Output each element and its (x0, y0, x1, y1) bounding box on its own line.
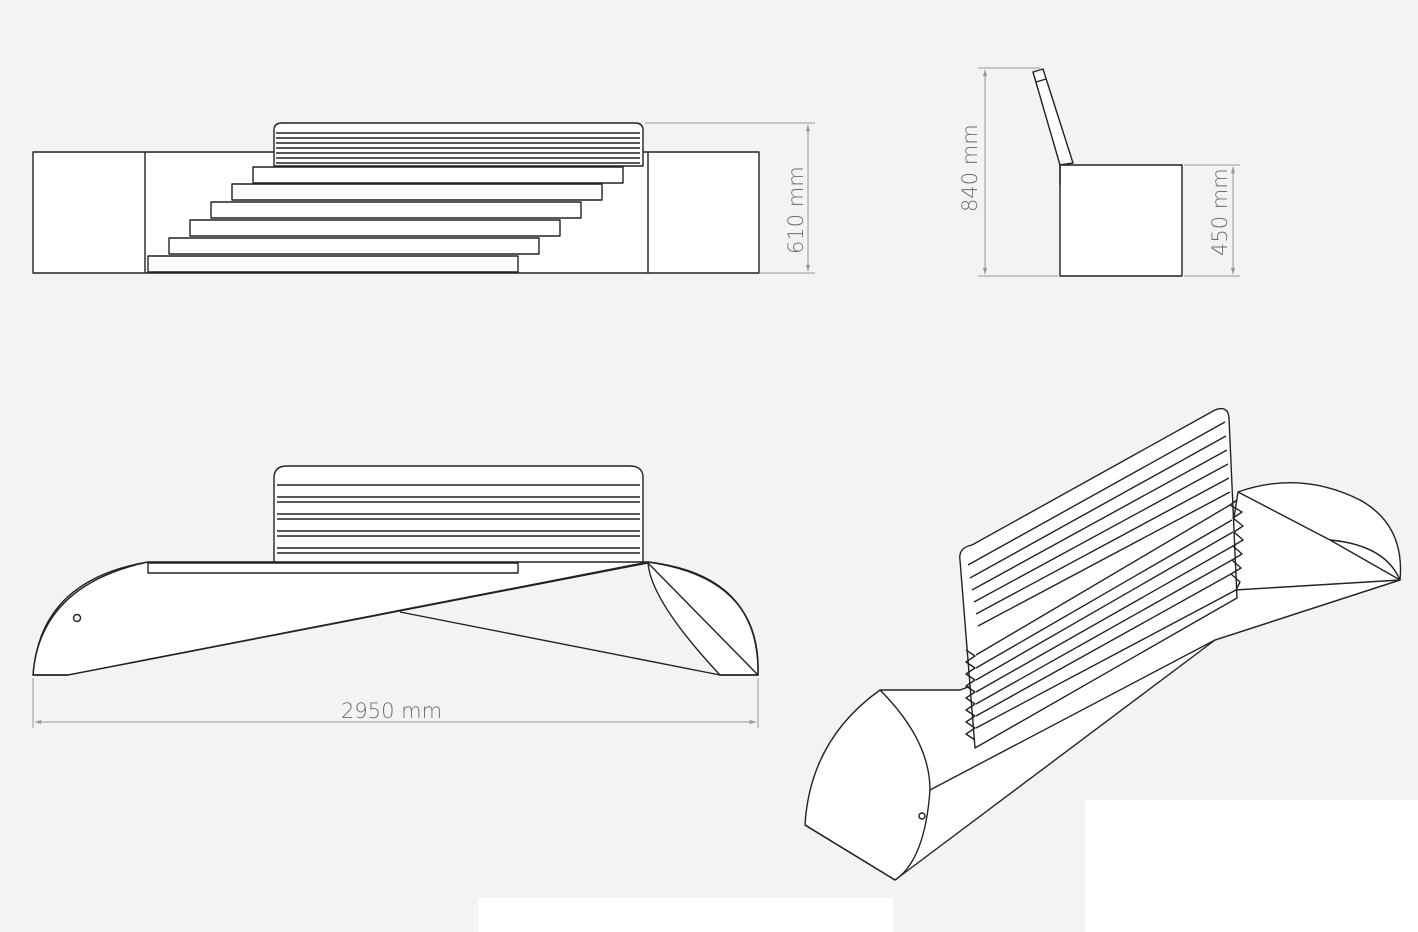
paper-patch (1085, 800, 1418, 932)
dimension-450-label: 450 mm (1208, 168, 1232, 256)
dimension-2950-label: 2950 mm (341, 699, 442, 723)
iso-body (804, 579, 1401, 881)
dimension-610-label: 610 mm (784, 166, 808, 254)
seat-slats-top (147, 166, 624, 273)
side-view-body (1059, 164, 1183, 277)
paper-patch-2 (478, 898, 893, 932)
front-seat-slat (147, 562, 519, 574)
iso-backrest (959, 407, 1238, 749)
top-view (32, 122, 760, 274)
front-bolt-hole (72, 613, 82, 623)
iso-bolt-hole (918, 812, 926, 820)
dimension-2950: 2950 mm (32, 678, 759, 728)
side-view (1032, 68, 1183, 277)
dimension-840: 840 mm (958, 67, 1058, 277)
dimension-840-label: 840 mm (958, 124, 982, 212)
iso-backrest-slats (967, 421, 1231, 627)
dimension-610: 610 mm (645, 122, 815, 274)
dimension-450: 450 mm (1184, 164, 1240, 277)
isometric-view (804, 407, 1402, 881)
side-view-backrest (1032, 68, 1074, 166)
backrest-top (273, 122, 644, 167)
backrest-slats-top (276, 132, 640, 164)
front-view (32, 465, 759, 676)
front-backrest-slats (277, 484, 640, 554)
iso-seat-slats (965, 499, 1244, 741)
